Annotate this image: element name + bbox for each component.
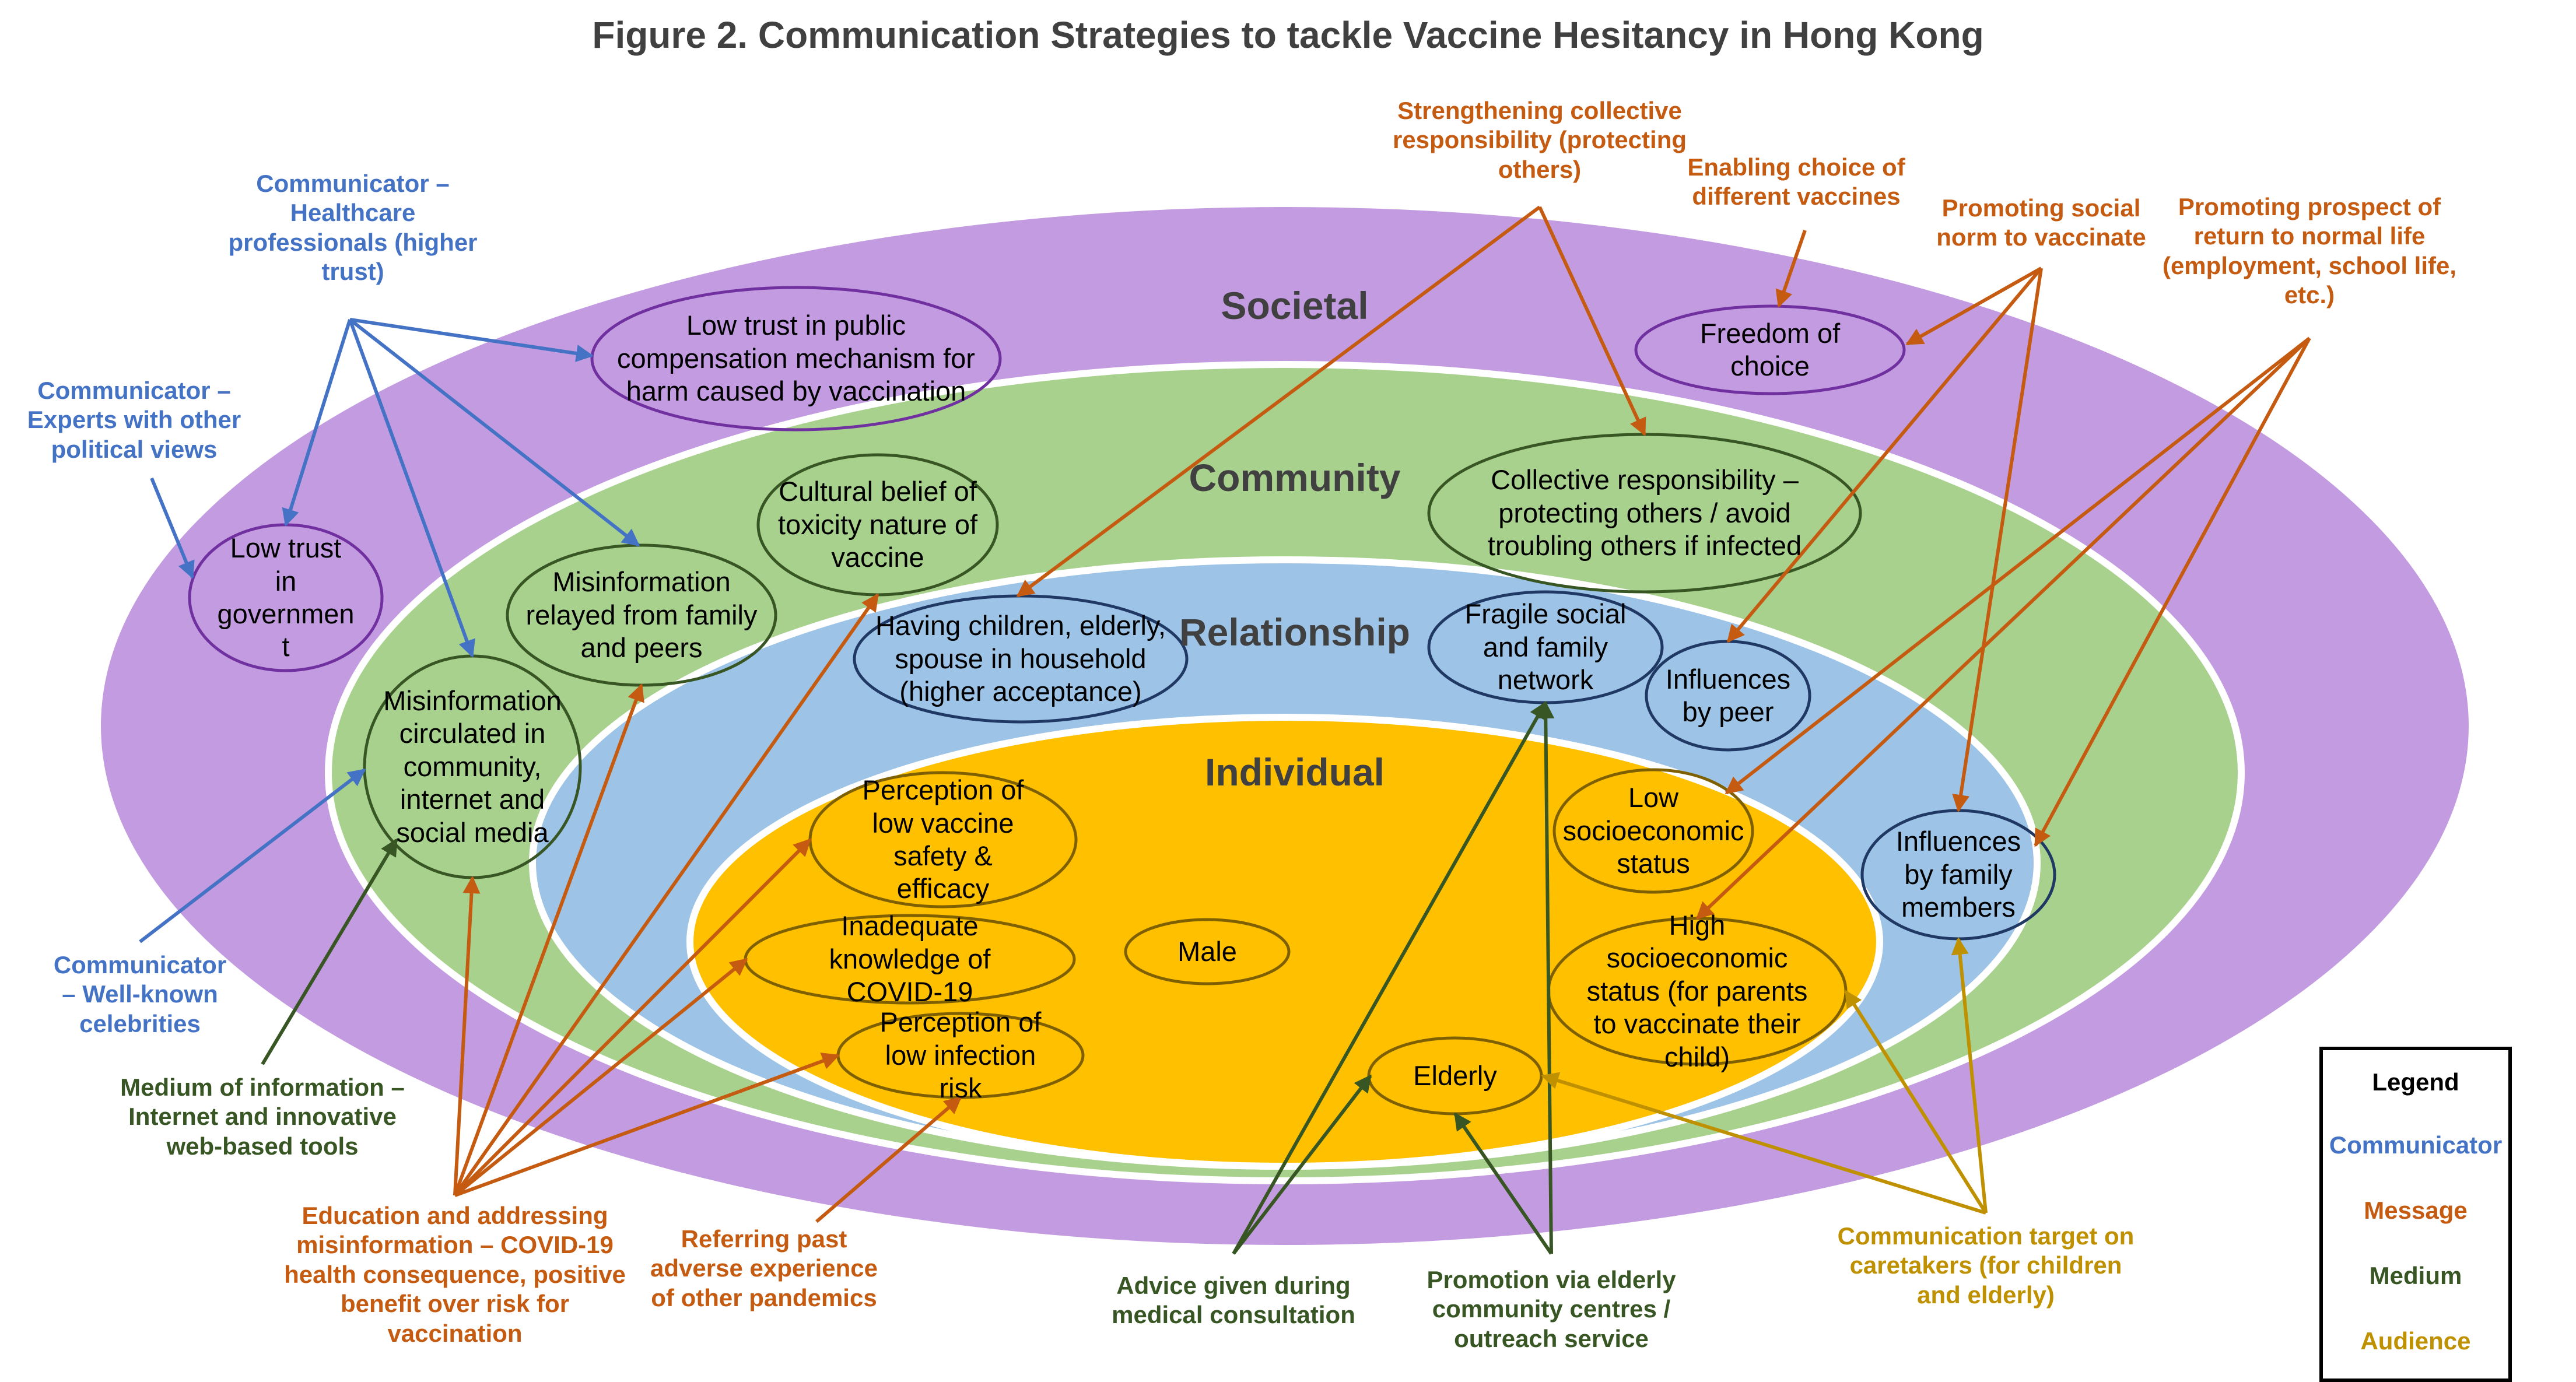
arrow-healthcare-to-government bbox=[282, 319, 352, 527]
arrow-norm-to-family bbox=[1952, 268, 2043, 812]
node-low-trust-government: Low trust in governmen t bbox=[217, 532, 355, 662]
arrow-healthcare-to-compensation bbox=[349, 318, 594, 362]
node-collective-responsibility: Collective responsibility – protecting o… bbox=[1487, 464, 1802, 562]
node-inadequate-knowledge: Inadequate knowledge of COVID-19 bbox=[829, 910, 991, 1008]
annotation-message-choice: Enabling choice of different vaccines bbox=[1687, 153, 1905, 211]
arrow-life-to-high-ses bbox=[1695, 336, 2311, 920]
node-influences-peer: Influences by peer bbox=[1665, 663, 1791, 727]
node-male-outline bbox=[1124, 918, 1291, 985]
annotation-audience-caretakers: Communication target on caretakers (for … bbox=[1837, 1222, 2135, 1309]
annotation-communicator-celebrities: Communicator – Well-known celebrities bbox=[53, 951, 227, 1037]
arrow-experts-to-government bbox=[150, 477, 195, 579]
arrow-education-to-cultural bbox=[453, 593, 879, 1197]
arrow-education-to-knowledge bbox=[454, 957, 748, 1197]
arrow-caretakers-to-elderly bbox=[1541, 1072, 1986, 1215]
arrow-norm-to-freedom bbox=[1905, 266, 2042, 346]
arrow-consultation-to-fragile bbox=[1232, 701, 1547, 1255]
node-freedom-of-choice: Freedom of choice bbox=[1699, 317, 1841, 381]
annotation-communicator-healthcare: Communicator – Healthcare professionals … bbox=[228, 170, 478, 286]
node-cultural-belief: Cultural belief of toxicity nature of va… bbox=[777, 476, 978, 573]
zone-label-community: Community bbox=[1189, 456, 1401, 499]
node-misinfo-community: Misinformation circulated in community, … bbox=[383, 685, 562, 848]
annotation-message-social-norm: Promoting social norm to vaccinate bbox=[1936, 194, 2146, 251]
arrow-celebrities-to-misinfo-community bbox=[139, 768, 366, 943]
legend-title: Legend bbox=[2372, 1068, 2459, 1096]
node-low-ses: Low socioeconomic status bbox=[1562, 782, 1744, 879]
arrow-education-to-misinfo-family bbox=[453, 683, 644, 1197]
arrow-choice-to-freedom bbox=[1775, 230, 1807, 308]
arrow-education-to-safety bbox=[453, 838, 812, 1197]
zone-label-relationship: Relationship bbox=[1179, 611, 1411, 654]
arrow-internet-to-misinfo-community bbox=[261, 838, 398, 1065]
legend-medium: Medium bbox=[2369, 1262, 2462, 1289]
legend-audience: Audience bbox=[2360, 1327, 2471, 1355]
node-perception-infection: Perception of low infection risk bbox=[879, 1006, 1042, 1104]
annotation-message-normal-life: Promoting prospect of return to normal l… bbox=[2162, 193, 2457, 309]
figure-title: Figure 2. Communication Strategies to ta… bbox=[592, 14, 1984, 56]
node-perception-safety: Perception of low vaccine safety & effic… bbox=[862, 774, 1024, 904]
arrow-healthcare-to-misinfo-family bbox=[349, 318, 640, 547]
arrow-life-to-family bbox=[2034, 337, 2311, 847]
arrow-education-to-infection bbox=[454, 1053, 840, 1197]
arrow-centres-to-fragile bbox=[1537, 701, 1555, 1254]
legend: Legend Communicator Message Medium Audie… bbox=[2319, 1047, 2512, 1382]
node-low-trust-compensation: Low trust in public compensation mechani… bbox=[617, 310, 975, 407]
node-high-ses: High socioeconomic status (for parents t… bbox=[1586, 910, 1808, 1072]
node-influences-family: Influences by family members bbox=[1895, 826, 2021, 923]
arrow-collective-to-children bbox=[1016, 205, 1541, 598]
node-low-ses-outline bbox=[1552, 768, 1754, 894]
legend-communicator: Communicator bbox=[2329, 1131, 2503, 1159]
arrow-collective-to-collective-resp bbox=[1538, 206, 1646, 436]
node-misinfo-family-peers: Misinformation relayed from family and p… bbox=[525, 566, 758, 664]
arrow-education-to-misinfo-community bbox=[453, 876, 481, 1196]
legend-message: Message bbox=[2364, 1197, 2468, 1224]
annotation-medium-consultation: Advice given during medical consultation bbox=[1112, 1272, 1355, 1329]
annotation-medium-elderly-centres: Promotion via elderly community centres … bbox=[1427, 1266, 1676, 1352]
annotation-message-collective: Strengthening collective responsibility … bbox=[1392, 97, 1687, 183]
arrow-consultation-to-elderly bbox=[1232, 1074, 1372, 1255]
node-elderly: Elderly bbox=[1413, 1060, 1497, 1091]
node-freedom-of-choice-outline bbox=[1634, 304, 1906, 395]
zone-label-societal: Societal bbox=[1221, 284, 1369, 327]
arrow-caretakers-to-family bbox=[1951, 937, 1988, 1213]
zone-label-individual: Individual bbox=[1204, 750, 1385, 794]
arrow-centres-to-elderly bbox=[1453, 1112, 1553, 1255]
arrow-life-to-low-ses bbox=[1725, 336, 2311, 795]
arrow-norm-to-peer bbox=[1726, 267, 2043, 643]
annotation-communicator-experts: Communicator – Experts with other politi… bbox=[27, 377, 241, 463]
annotation-message-past-experience: Referring past adverse experience of oth… bbox=[650, 1225, 878, 1311]
annotation-medium-internet: Medium of information – Internet and inn… bbox=[120, 1074, 405, 1160]
arrow-healthcare-to-misinfo-community bbox=[348, 318, 475, 658]
arrow-caretakers-to-high-ses bbox=[1844, 990, 1988, 1214]
node-children-elderly-household: Having children, elderly, spouse in hous… bbox=[875, 610, 1166, 707]
node-fragile-network: Fragile social and family network bbox=[1464, 598, 1627, 696]
node-male: Male bbox=[1177, 935, 1237, 967]
annotation-message-education: Education and addressing misinformation … bbox=[284, 1202, 626, 1347]
arrow-past-to-infection bbox=[815, 1096, 962, 1223]
